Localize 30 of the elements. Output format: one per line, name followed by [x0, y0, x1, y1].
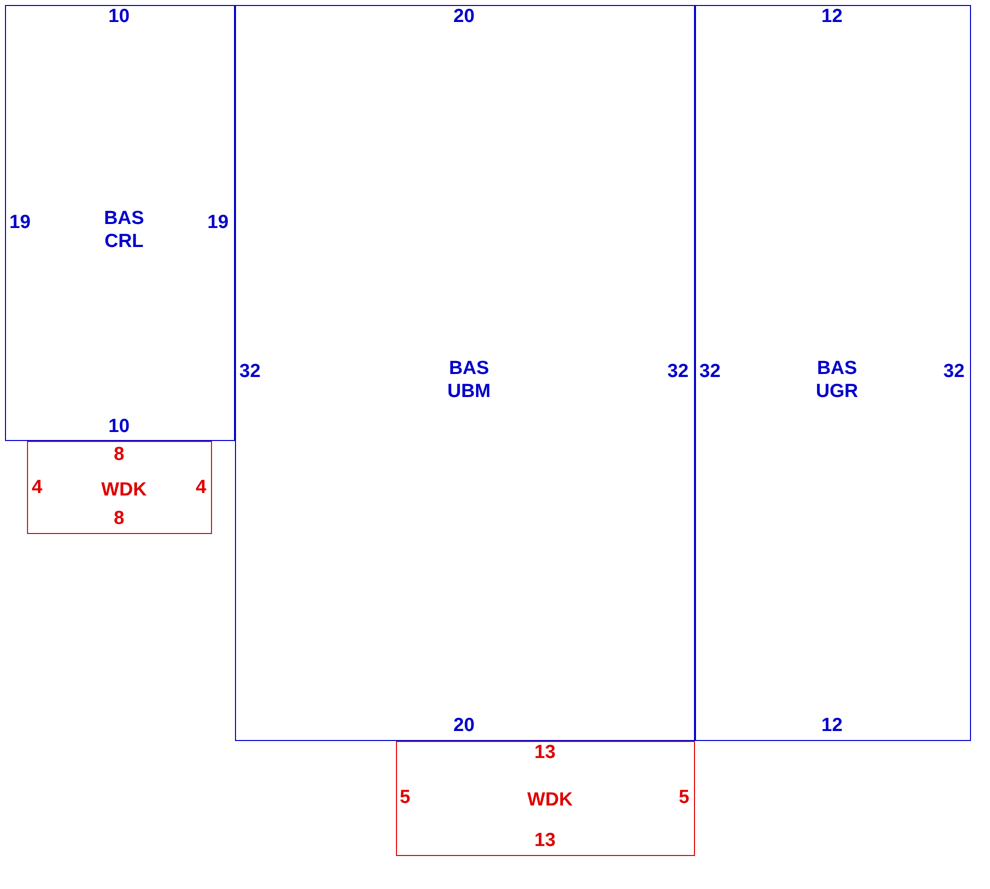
dimension-label: 32: [943, 362, 965, 382]
room-label: WDK: [526, 788, 574, 812]
room-label: BAS CRL: [102, 207, 146, 253]
dimension-label: 13: [534, 831, 556, 851]
dimension-label: 19: [9, 213, 31, 233]
dimension-label: 8: [114, 445, 124, 465]
dimension-label: 19: [207, 213, 229, 233]
dimension-label: 12: [821, 7, 843, 27]
room-outline: [396, 741, 695, 856]
room-outline: [695, 5, 971, 741]
dimension-label: 10: [108, 417, 130, 437]
dimension-label: 10: [108, 7, 130, 27]
dimension-label: 32: [239, 362, 261, 382]
dimension-label: 4: [196, 478, 206, 498]
dimension-label: 32: [699, 362, 721, 382]
dimension-label: 32: [667, 362, 689, 382]
room-outline: [235, 5, 695, 741]
dimension-label: 5: [678, 788, 690, 808]
dimension-label: 13: [534, 743, 556, 763]
dimension-label: 20: [453, 716, 475, 736]
room-label: BAS UBM: [446, 357, 492, 403]
dimension-label: 8: [114, 509, 124, 529]
dimension-label: 5: [400, 788, 410, 808]
room-outline: [27, 441, 212, 534]
room-label: BAS UGR: [814, 357, 860, 403]
dimension-label: 20: [453, 7, 475, 27]
dimension-label: 12: [821, 716, 843, 736]
room-outline: [5, 5, 235, 441]
room-label: WDK: [100, 478, 148, 502]
dimension-label: 4: [32, 478, 42, 498]
